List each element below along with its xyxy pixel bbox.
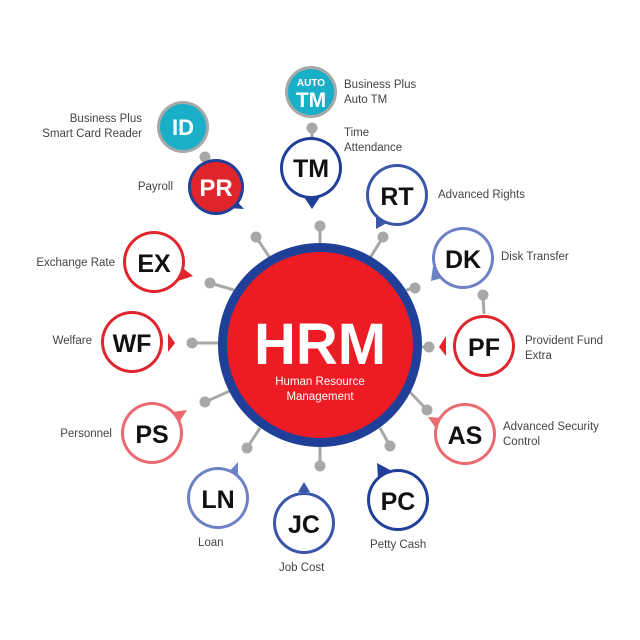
label-as-advanced-security: Advanced Security Control [503, 420, 599, 450]
label-line1: Personnel [60, 428, 112, 440]
label-rt-advanced-rights: Advanced Rights [438, 188, 525, 203]
label-ex-exchange-rate: Exchange Rate [10, 256, 115, 271]
label-line2: Auto TM [344, 94, 388, 106]
label-dk-disk-transfer: Disk Transfer [501, 250, 569, 265]
label-line1: Payroll [137, 181, 173, 193]
module-code: AS [448, 422, 483, 450]
label-line2: Smart Card Reader [42, 128, 142, 140]
module-as-advanced-security[interactable]: AS [428, 403, 496, 465]
module-pr-payroll[interactable]: PR [188, 159, 244, 215]
module-ex-exchange-rate[interactable]: EX [123, 231, 193, 293]
hrm-center-circle[interactable]: HRM Human Resource Management [218, 243, 422, 447]
module-ps-personnel[interactable]: PS [121, 402, 187, 464]
module-code-big: TM [296, 89, 326, 112]
module-pc-petty-cash[interactable]: PC [367, 463, 429, 531]
module-code: PF [468, 334, 500, 362]
module-code: WF [113, 330, 152, 358]
label-line1: Welfare [52, 335, 92, 347]
label-line1: Job Cost [279, 562, 325, 574]
label-pf-provident-fund: Provident Fund Extra [525, 334, 603, 364]
module-ln-loan[interactable]: LN [187, 462, 249, 529]
module-code: TM [293, 155, 329, 183]
module-code: DK [445, 246, 481, 274]
label-line1: Provident Fund [525, 335, 603, 347]
label-line1: Exchange Rate [36, 257, 115, 269]
spokes [186, 122, 489, 472]
label-pr-payroll: Payroll [100, 180, 173, 195]
module-code: ID [172, 115, 194, 140]
module-pf-provident-fund[interactable]: PF [439, 315, 515, 377]
module-dk-disk-transfer[interactable]: DK [431, 227, 494, 289]
module-code: LN [201, 486, 234, 514]
module-wf-welfare[interactable]: WF [101, 311, 175, 373]
label-jc-job-cost: Job Cost [279, 561, 324, 576]
module-code: PR [199, 175, 232, 202]
label-line1: Disk Transfer [501, 251, 569, 263]
module-id-smart-card-reader[interactable]: ID [157, 101, 209, 153]
module-code: PC [381, 488, 416, 516]
module-jc-job-cost[interactable]: JC [273, 482, 335, 554]
module-code: JC [288, 511, 320, 539]
module-code-small: AUTO [297, 78, 325, 89]
label-auto-tm: Business Plus Auto TM [344, 78, 416, 108]
module-rt-advanced-rights[interactable]: RT [366, 164, 428, 229]
module-code: EX [137, 250, 171, 278]
label-tm-time-attendance: Time Attendance [344, 126, 402, 156]
label-line1: Advanced Security [503, 421, 599, 433]
label-line2: Control [503, 436, 541, 448]
label-line1: Loan [198, 537, 224, 549]
hrm-title: HRM [254, 312, 386, 377]
label-line1: Business Plus [69, 113, 142, 125]
label-line2: Attendance [344, 142, 403, 154]
label-line1: Advanced Rights [438, 189, 525, 201]
label-line1: Petty Cash [370, 539, 427, 551]
label-line1: Business Plus [344, 79, 417, 91]
module-tm-time-attendance[interactable]: TM [280, 137, 342, 209]
hrm-subtitle-line1: Human Resource [275, 376, 364, 388]
label-pc-petty-cash: Petty Cash [370, 538, 426, 553]
module-code: PS [135, 421, 168, 449]
label-ps-personnel: Personnel [20, 427, 112, 442]
module-auto-tm[interactable]: AUTO TM [285, 66, 337, 118]
label-ln-loan: Loan [198, 536, 224, 551]
label-line1: Time [344, 127, 370, 139]
label-wf-welfare: Welfare [20, 334, 92, 349]
hrm-subtitle-line2: Management [286, 391, 354, 403]
module-code: RT [380, 183, 413, 211]
label-line2: Extra [525, 350, 552, 362]
label-id-smart-card-reader: Business Plus Smart Card Reader [40, 112, 142, 142]
